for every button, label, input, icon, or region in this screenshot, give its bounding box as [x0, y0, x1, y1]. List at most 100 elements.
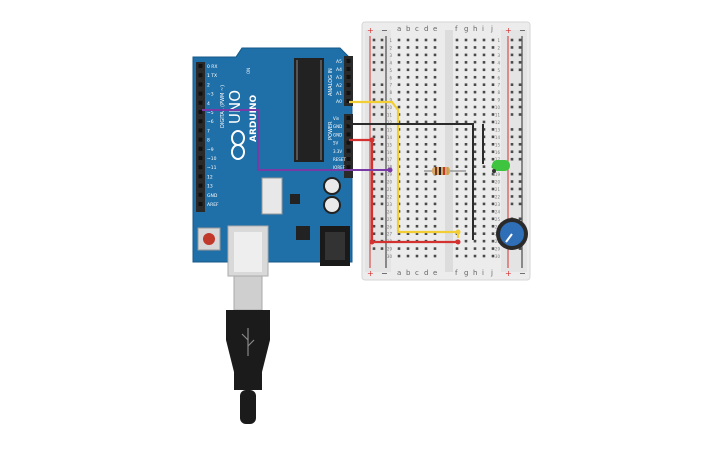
breadboard-hole[interactable]	[406, 61, 410, 64]
breadboard-hole[interactable]	[455, 172, 459, 176]
rail-hole[interactable]	[518, 195, 522, 198]
breadboard-hole[interactable]	[397, 247, 401, 250]
breadboard-hole[interactable]	[473, 38, 477, 42]
wires[interactable]	[202, 100, 484, 245]
breadboard-hole[interactable]	[464, 180, 468, 183]
rail-hole[interactable]	[518, 53, 522, 57]
breadboard-hole[interactable]	[415, 210, 419, 213]
rail-hole[interactable]	[372, 172, 376, 176]
breadboard-hole[interactable]	[491, 232, 495, 235]
breadboard-hole[interactable]	[473, 68, 477, 72]
wire-purple-digital[interactable]	[202, 109, 390, 171]
breadboard-hole[interactable]	[491, 224, 495, 228]
breadboard-hole[interactable]	[433, 180, 437, 183]
breadboard-hole[interactable]	[491, 180, 495, 183]
rail-hole[interactable]	[518, 187, 522, 191]
breadboard-hole[interactable]	[406, 38, 410, 42]
breadboard-hole[interactable]	[473, 195, 477, 198]
breadboard-hole[interactable]	[473, 53, 477, 57]
breadboard-hole[interactable]	[415, 195, 419, 198]
rail-hole[interactable]	[510, 157, 514, 161]
breadboard-hole[interactable]	[455, 68, 459, 72]
rail-hole[interactable]	[510, 195, 514, 198]
breadboard-hole[interactable]	[473, 143, 477, 146]
breadboard-hole[interactable]	[424, 224, 428, 228]
breadboard-hole[interactable]	[464, 239, 468, 243]
breadboard-hole[interactable]	[491, 98, 495, 101]
analog-pin[interactable]	[346, 83, 351, 87]
rail-hole[interactable]	[518, 157, 522, 161]
rail-hole[interactable]	[518, 105, 522, 109]
breadboard-hole[interactable]	[491, 68, 495, 72]
rail-hole[interactable]	[372, 113, 376, 116]
breadboard-hole[interactable]	[415, 120, 419, 124]
breadboard-hole[interactable]	[433, 105, 437, 109]
breadboard-hole[interactable]	[424, 68, 428, 72]
breadboard-hole[interactable]	[424, 187, 428, 191]
breadboard-hole[interactable]	[433, 75, 437, 79]
breadboard-hole[interactable]	[482, 98, 486, 101]
breadboard-hole[interactable]	[406, 232, 410, 235]
breadboard-hole[interactable]	[491, 61, 495, 64]
breadboard-hole[interactable]	[491, 202, 495, 206]
breadboard-hole[interactable]	[406, 165, 410, 168]
digital-pin[interactable]	[198, 202, 203, 206]
rail-hole[interactable]	[380, 128, 384, 131]
breadboard-hole[interactable]	[406, 128, 410, 131]
breadboard-hole[interactable]	[433, 68, 437, 72]
breadboard-hole[interactable]	[473, 224, 477, 228]
breadboard-hole[interactable]	[424, 46, 428, 49]
breadboard-hole[interactable]	[464, 254, 468, 258]
breadboard-hole[interactable]	[482, 38, 486, 42]
rail-hole[interactable]	[372, 38, 376, 42]
rail-hole[interactable]	[518, 172, 522, 176]
digital-pin[interactable]	[198, 137, 203, 142]
breadboard-hole[interactable]	[424, 232, 428, 235]
rail-hole[interactable]	[380, 172, 384, 176]
rail-hole[interactable]	[380, 224, 384, 228]
power-pin[interactable]	[346, 165, 351, 170]
usb-cable[interactable]	[226, 275, 270, 424]
breadboard-hole[interactable]	[406, 83, 410, 86]
breadboard-hole[interactable]	[424, 157, 428, 161]
breadboard-hole[interactable]	[482, 239, 486, 243]
breadboard-hole[interactable]	[433, 247, 437, 250]
wire-black-gnd[interactable]	[349, 123, 474, 240]
breadboard-hole[interactable]	[491, 247, 495, 250]
breadboard-hole[interactable]	[482, 210, 486, 213]
breadboard-hole[interactable]	[464, 247, 468, 250]
breadboard-hole[interactable]	[415, 224, 419, 228]
breadboard-hole[interactable]	[397, 83, 401, 86]
rail-hole[interactable]	[380, 157, 384, 161]
breadboard-hole[interactable]	[491, 143, 495, 146]
breadboard-hole[interactable]	[473, 232, 477, 235]
breadboard-hole[interactable]	[406, 187, 410, 191]
breadboard-hole[interactable]	[491, 105, 495, 109]
breadboard-hole[interactable]	[464, 232, 468, 235]
breadboard-hole[interactable]	[433, 165, 437, 168]
power-pin[interactable]	[346, 157, 351, 161]
rail-hole[interactable]	[380, 202, 384, 206]
breadboard-hole[interactable]	[424, 105, 428, 109]
analog-pin[interactable]	[346, 99, 351, 103]
breadboard-hole[interactable]	[406, 75, 410, 79]
breadboard-hole[interactable]	[415, 68, 419, 72]
breadboard-hole[interactable]	[406, 135, 410, 139]
digital-pin[interactable]	[198, 73, 203, 78]
breadboard-hole[interactable]	[397, 75, 401, 79]
breadboard-hole[interactable]	[397, 46, 401, 49]
breadboard-hole[interactable]	[397, 61, 401, 64]
rail-hole[interactable]	[518, 61, 522, 64]
breadboard-hole[interactable]	[473, 187, 477, 191]
rail-hole[interactable]	[518, 83, 522, 86]
digital-pin[interactable]	[198, 82, 203, 87]
rail-hole[interactable]	[510, 135, 514, 139]
breadboard-hole[interactable]	[464, 46, 468, 49]
breadboard-hole[interactable]	[433, 157, 437, 161]
rail-hole[interactable]	[372, 195, 376, 198]
arduino-uno-board[interactable]: ARDUINO UNO ANALOG IN POWER DIGITAL (PWM…	[192, 47, 353, 277]
breadboard-hole[interactable]	[433, 143, 437, 146]
breadboard-hole[interactable]	[473, 46, 477, 49]
breadboard-hole[interactable]	[491, 53, 495, 57]
